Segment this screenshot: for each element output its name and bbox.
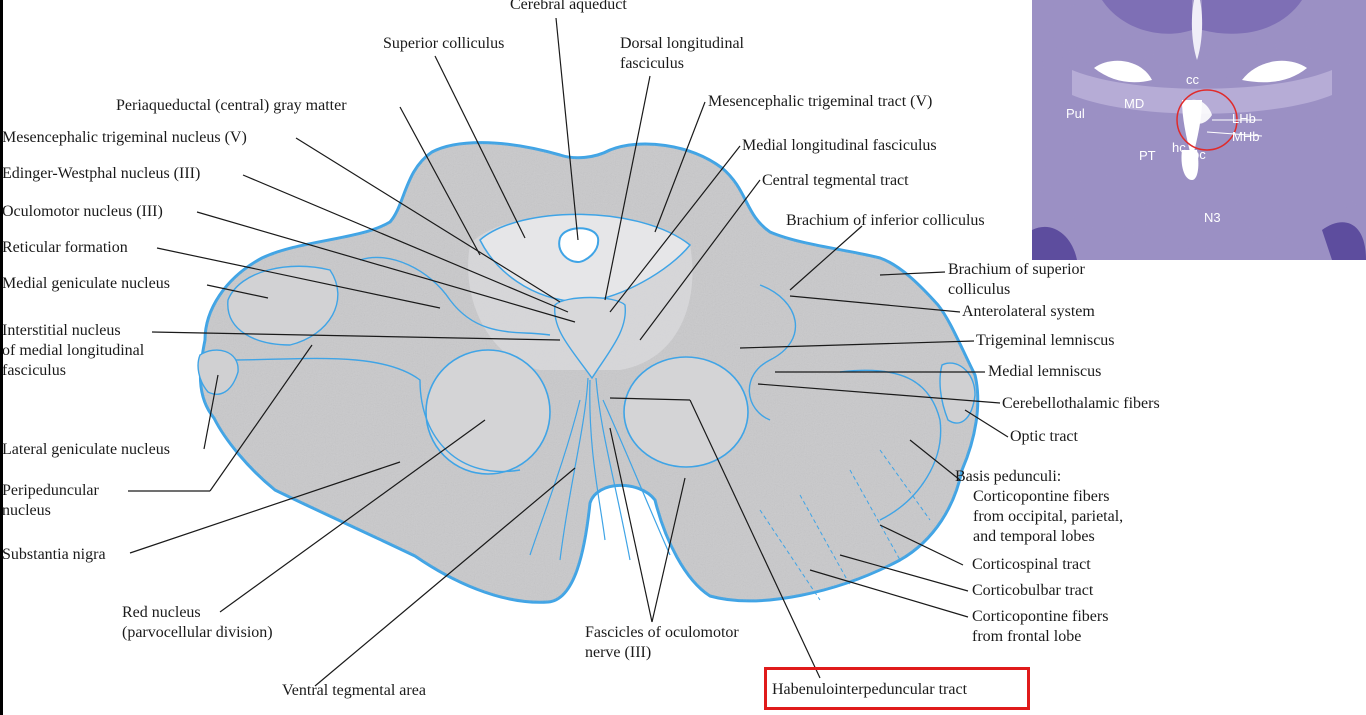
highlight-box	[764, 667, 1030, 710]
red-nucleus-right-shape	[623, 356, 749, 468]
inset-stain-image	[1032, 0, 1366, 260]
histology-inset: cc MD Pul LHb MHb PT hc pc N3	[1032, 0, 1366, 260]
inset-label-pc: pc	[1192, 147, 1206, 162]
label-anterolateral-system: Anterolateral system	[962, 303, 1095, 320]
label-periaqueductal-gray: Periaqueductal (central) gray matter	[116, 97, 347, 114]
label-edinger-westphal-nucleus: Edinger-Westphal nucleus (III)	[2, 165, 201, 182]
label-lateral-geniculate-nucleus: Lateral geniculate nucleus	[2, 441, 170, 458]
inset-label-pt: PT	[1139, 148, 1156, 163]
label-optic-tract: Optic tract	[1010, 428, 1078, 445]
label-corticobulbar-tract: Corticobulbar tract	[972, 582, 1094, 599]
label-mesencephalic-trigeminal-nucleus: Mesencephalic trigeminal nucleus (V)	[2, 129, 247, 146]
inset-label-lhb: LHb	[1232, 111, 1256, 126]
oculomotor-fascicles	[529, 377, 671, 561]
label-fascicles-oculomotor: Fascicles of oculomotor nerve (III)	[585, 624, 739, 661]
label-ventral-tegmental-area: Ventral tegmental area	[282, 682, 426, 699]
label-cerebellothalamic-fibers: Cerebellothalamic fibers	[1002, 395, 1160, 412]
label-medial-longitudinal-fasciculus: Medial longitudinal fasciculus	[742, 137, 937, 154]
left-edge-bar	[0, 0, 3, 715]
cerebral-aqueduct-shape	[558, 227, 600, 264]
label-trigeminal-lemniscus: Trigeminal lemniscus	[976, 332, 1115, 349]
inset-label-n3: N3	[1204, 210, 1221, 225]
label-interstitial-nucleus: Interstitial nucleus of medial longitudi…	[2, 322, 145, 379]
inset-label-hc: hc	[1172, 140, 1186, 155]
label-habenulointerpeduncular-tract: Habenulointerpeduncular tract	[772, 681, 968, 698]
label-peripeduncular-nucleus: Peripeduncular nucleus	[2, 482, 99, 519]
lateral-geniculate-shape	[197, 349, 239, 395]
basis-divisions	[759, 449, 931, 601]
label-dorsal-longitudinal-fasciculus: Dorsal longitudinal fasciculus	[620, 35, 744, 72]
inset-label-pul: Pul	[1066, 106, 1085, 121]
leader-lines	[128, 17, 1009, 687]
label-reticular-formation: Reticular formation	[2, 239, 128, 256]
label-red-nucleus: Red nucleus (parvocellular division)	[122, 604, 273, 641]
inset-label-mhb: MHb	[1232, 129, 1260, 144]
label-brachium-superior-colliculus: Brachium of superior colliculus	[948, 261, 1085, 298]
label-superior-colliculus: Superior colliculus	[383, 35, 505, 52]
label-medial-geniculate-nucleus: Medial geniculate nucleus	[2, 275, 170, 292]
label-basis-pedunculi: Basis pedunculi: Corticopontine fibers f…	[955, 468, 1124, 545]
label-corticospinal-tract: Corticospinal tract	[972, 556, 1091, 573]
label-corticopontine-frontal: Corticopontine fibers from frontal lobe	[972, 608, 1109, 645]
right-lemniscus-outline	[748, 284, 797, 421]
label-cerebral-aqueduct: Cerebral aqueduct	[510, 0, 627, 13]
red-nucleus-left-shape	[425, 349, 551, 475]
optic-tract-shape	[939, 362, 976, 424]
label-brachium-inferior-colliculus: Brachium of inferior colliculus	[786, 212, 985, 229]
inset-label-md: MD	[1124, 96, 1145, 111]
label-medial-lemniscus: Medial lemniscus	[988, 363, 1102, 380]
oculomotor-complex-shape	[554, 296, 626, 380]
inset-label-cc: cc	[1186, 72, 1199, 87]
label-substantia-nigra: Substantia nigra	[2, 546, 106, 563]
medial-geniculate-shape	[227, 265, 339, 346]
label-mesencephalic-trigeminal-tract: Mesencephalic trigeminal tract (V)	[708, 93, 933, 110]
label-central-tegmental-tract: Central tegmental tract	[762, 172, 909, 189]
label-oculomotor-nucleus: Oculomotor nucleus (III)	[2, 203, 163, 220]
left-lemniscus-outline	[359, 256, 551, 336]
left-peduncle-outline	[229, 357, 521, 473]
